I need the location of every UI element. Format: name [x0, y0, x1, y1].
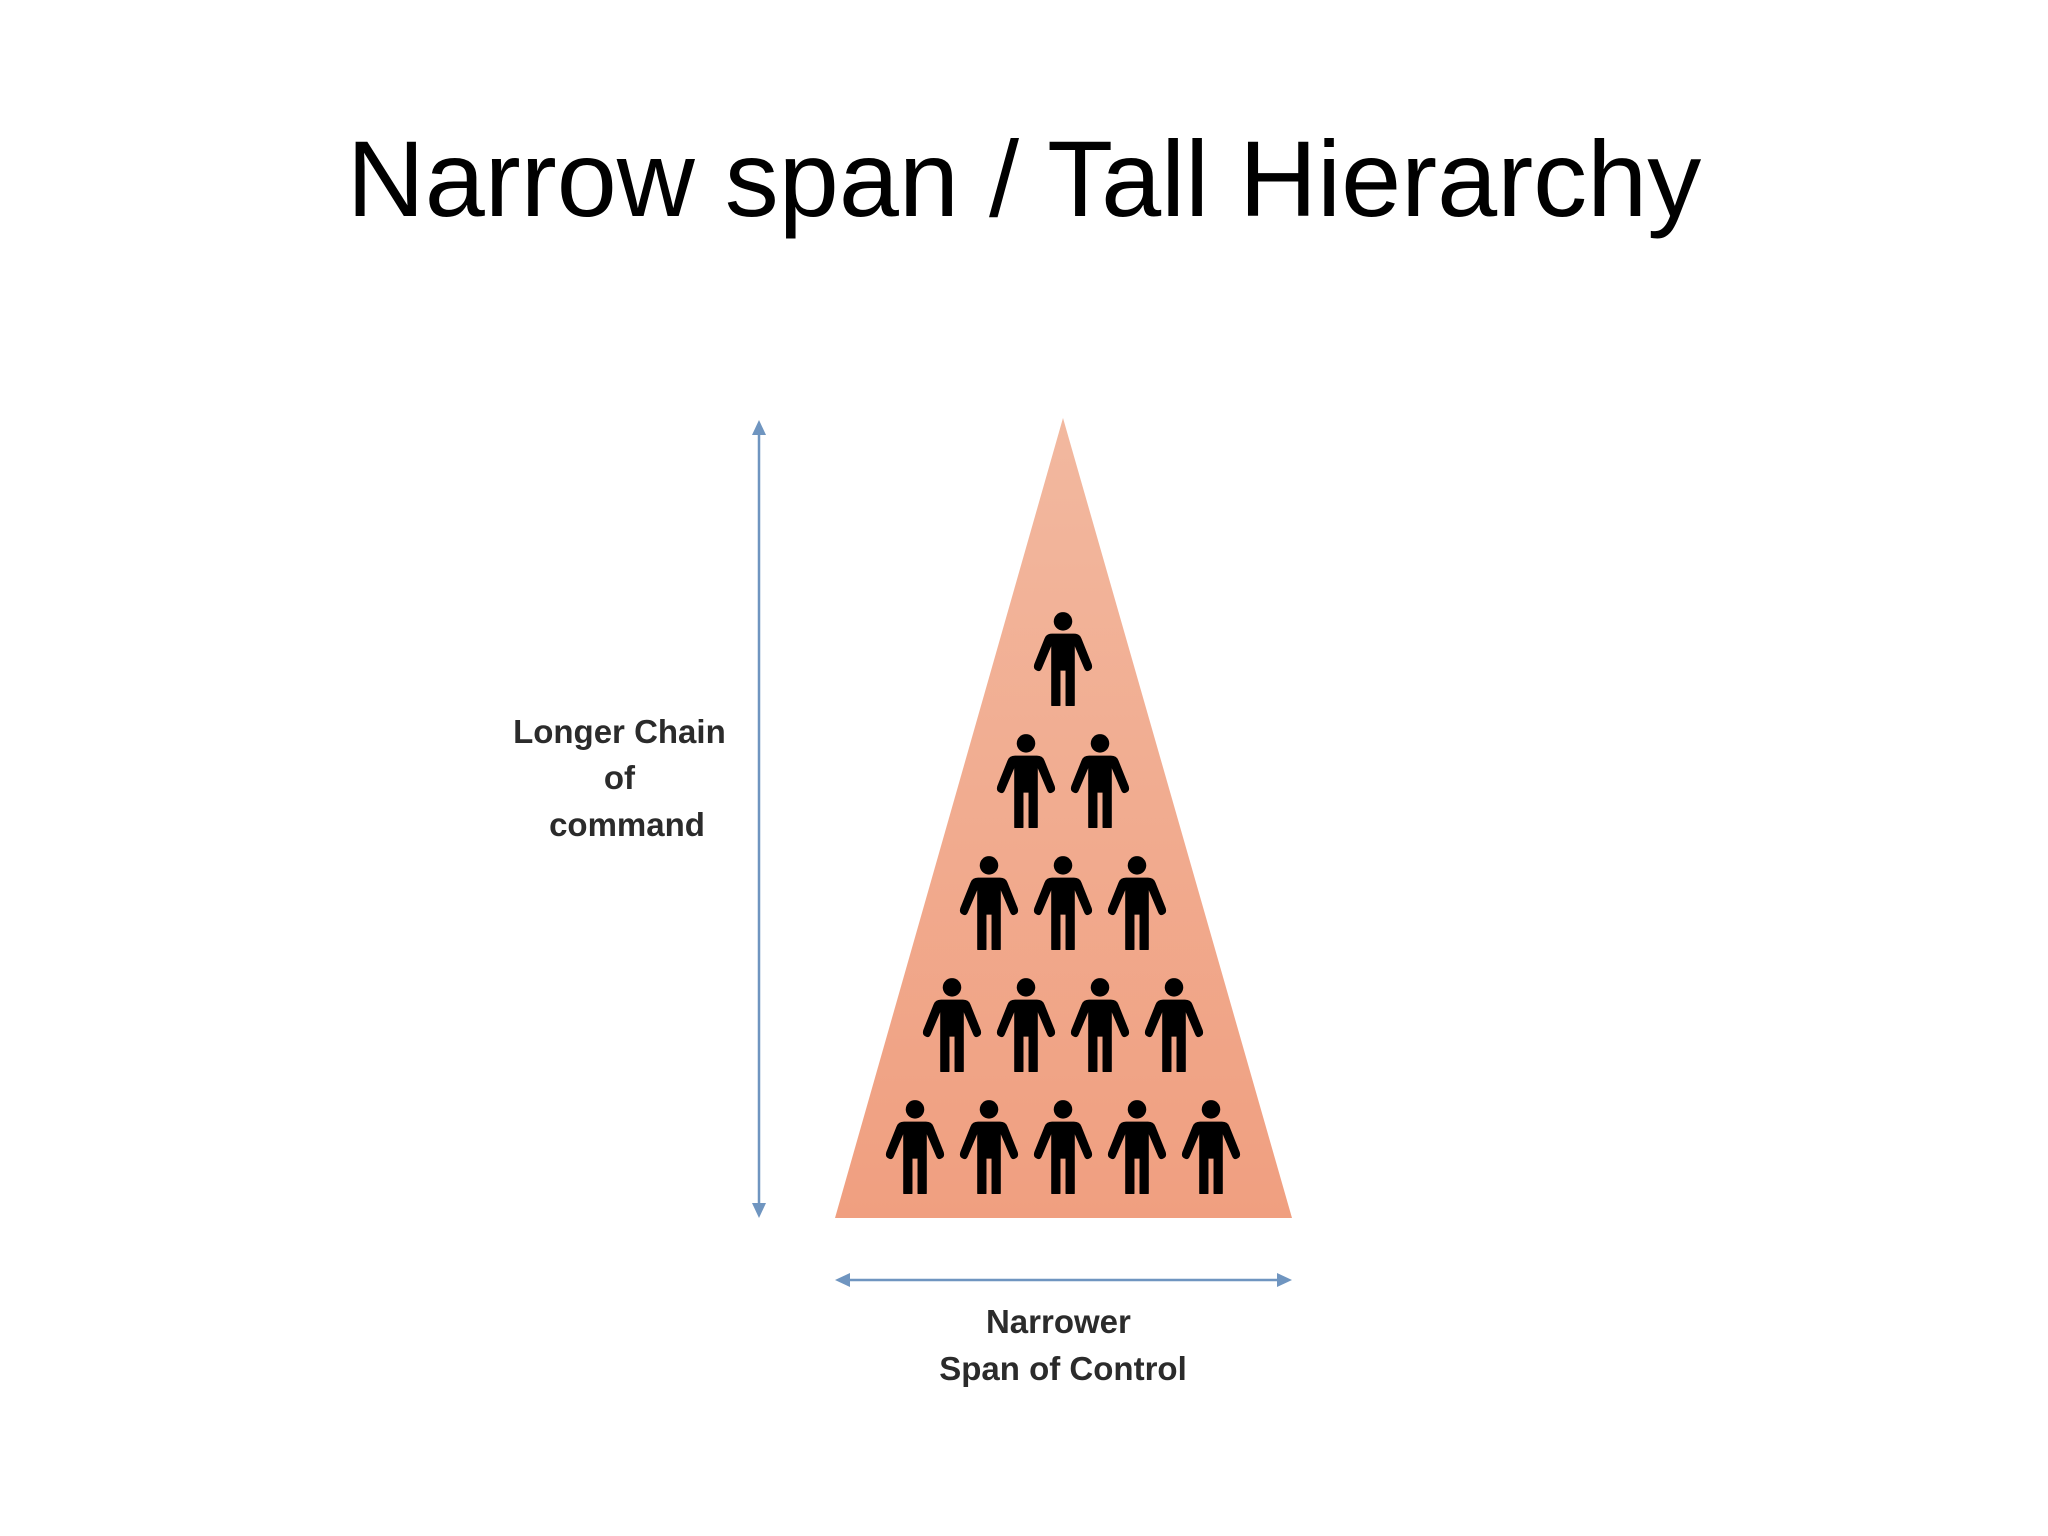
chain-label-line-1: Longer Chain: [513, 713, 726, 750]
hierarchy-triangle: [835, 418, 1292, 1218]
chain-of-command-label: Longer Chain of command: [513, 713, 735, 843]
span-label-line-2: Span of Control: [939, 1350, 1186, 1387]
horizontal-arrow: [835, 1273, 1292, 1287]
chain-label-line-3: command: [549, 806, 705, 843]
span-label-line-1: Narrower: [986, 1303, 1131, 1340]
span-of-control-label: Narrower Span of Control: [939, 1303, 1186, 1387]
chain-label-line-2: of: [604, 759, 636, 796]
vertical-arrow: [752, 420, 766, 1218]
slide-title: Narrow span / Tall Hierarchy: [346, 118, 1702, 239]
